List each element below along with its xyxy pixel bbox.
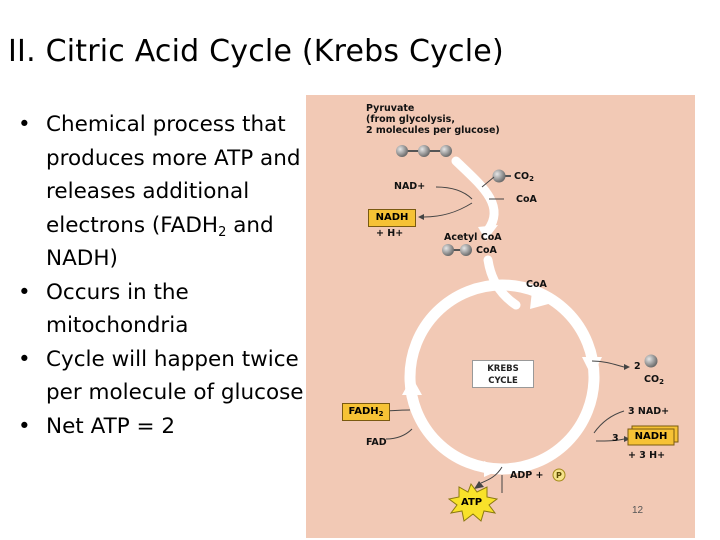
krebs-cycle-diagram: Pyruvate (from glycolysis, 2 molecules p… [306, 95, 695, 538]
phosphate-label: P [556, 470, 562, 481]
pyruvate-label: Pyruvate [366, 103, 414, 114]
atp-label: ATP [461, 497, 482, 508]
bullet-text: Net ATP = 2 [46, 414, 175, 439]
co2-molecule-icon [645, 355, 658, 368]
acetyl-coa-label: Acetyl CoA [444, 232, 502, 243]
three-label: 3 [612, 433, 619, 444]
bullet-text: Chemical process that produces more ATP … [46, 112, 300, 271]
bullet-list: • Chemical process that produces more AT… [18, 108, 308, 443]
h-plus-label: + H+ [376, 228, 403, 239]
three-nad-label: 3 NAD+ [628, 406, 669, 417]
nadh-arrow-icon [424, 203, 472, 217]
bullet-item: • Occurs in the mitochondria [18, 276, 308, 343]
bullet-text: Occurs in the mitochondria [46, 280, 189, 339]
adp-label: ADP + [510, 470, 543, 481]
bullet-item: • Net ATP = 2 [18, 410, 308, 444]
three-h-label: + 3 H+ [628, 450, 665, 461]
bullet-item: • Chemical process that produces more AT… [18, 108, 308, 276]
co2-molecule-icon [493, 170, 512, 183]
co2-release-arrow-icon [482, 177, 494, 187]
bullet-dot-icon: • [18, 410, 31, 444]
page-number: 12 [632, 505, 643, 516]
diagram-graphic [306, 95, 695, 538]
coa-mid-label: CoA [526, 279, 547, 290]
bullet-dot-icon: • [18, 276, 31, 310]
pyruvate-source-label: (from glycolysis, [366, 114, 455, 125]
fadh2-box: FADH2 [342, 403, 390, 421]
fad-label: FAD [366, 437, 387, 448]
pyruvate-molecule-icon [396, 145, 452, 157]
nadh-out-arrow-icon [596, 439, 624, 441]
bullet-text: Cycle will happen twice per molecule of … [46, 347, 304, 406]
coa-top-label: CoA [516, 194, 537, 205]
co2-right-label: CO2 [644, 374, 664, 385]
krebs-cycle-label: KREBS CYCLE [472, 360, 534, 388]
nadh-box: NADH [368, 209, 416, 227]
pyruvate-arrow-icon [456, 161, 494, 230]
nad-arrow-icon [436, 187, 472, 199]
bullet-dot-icon: • [18, 343, 31, 377]
slide-title: II. Citric Acid Cycle (Krebs Cycle) [8, 34, 504, 69]
nad-in-arrow-icon [594, 411, 624, 433]
nad-plus-label: NAD+ [394, 181, 425, 192]
nadh-right-box: NADH [628, 429, 674, 445]
co2-count-label: 2 [634, 361, 641, 372]
bullet-dot-icon: • [18, 108, 31, 142]
acetyl-coa-molecule-icon [442, 244, 472, 256]
fad-in-arrow-icon [386, 429, 412, 439]
acetyl-coa-coa-label: CoA [476, 245, 497, 256]
bullet-item: • Cycle will happen twice per molecule o… [18, 343, 308, 410]
co2-top-label: CO2 [514, 171, 534, 182]
pyruvate-count-label: 2 molecules per glucose) [366, 125, 500, 136]
